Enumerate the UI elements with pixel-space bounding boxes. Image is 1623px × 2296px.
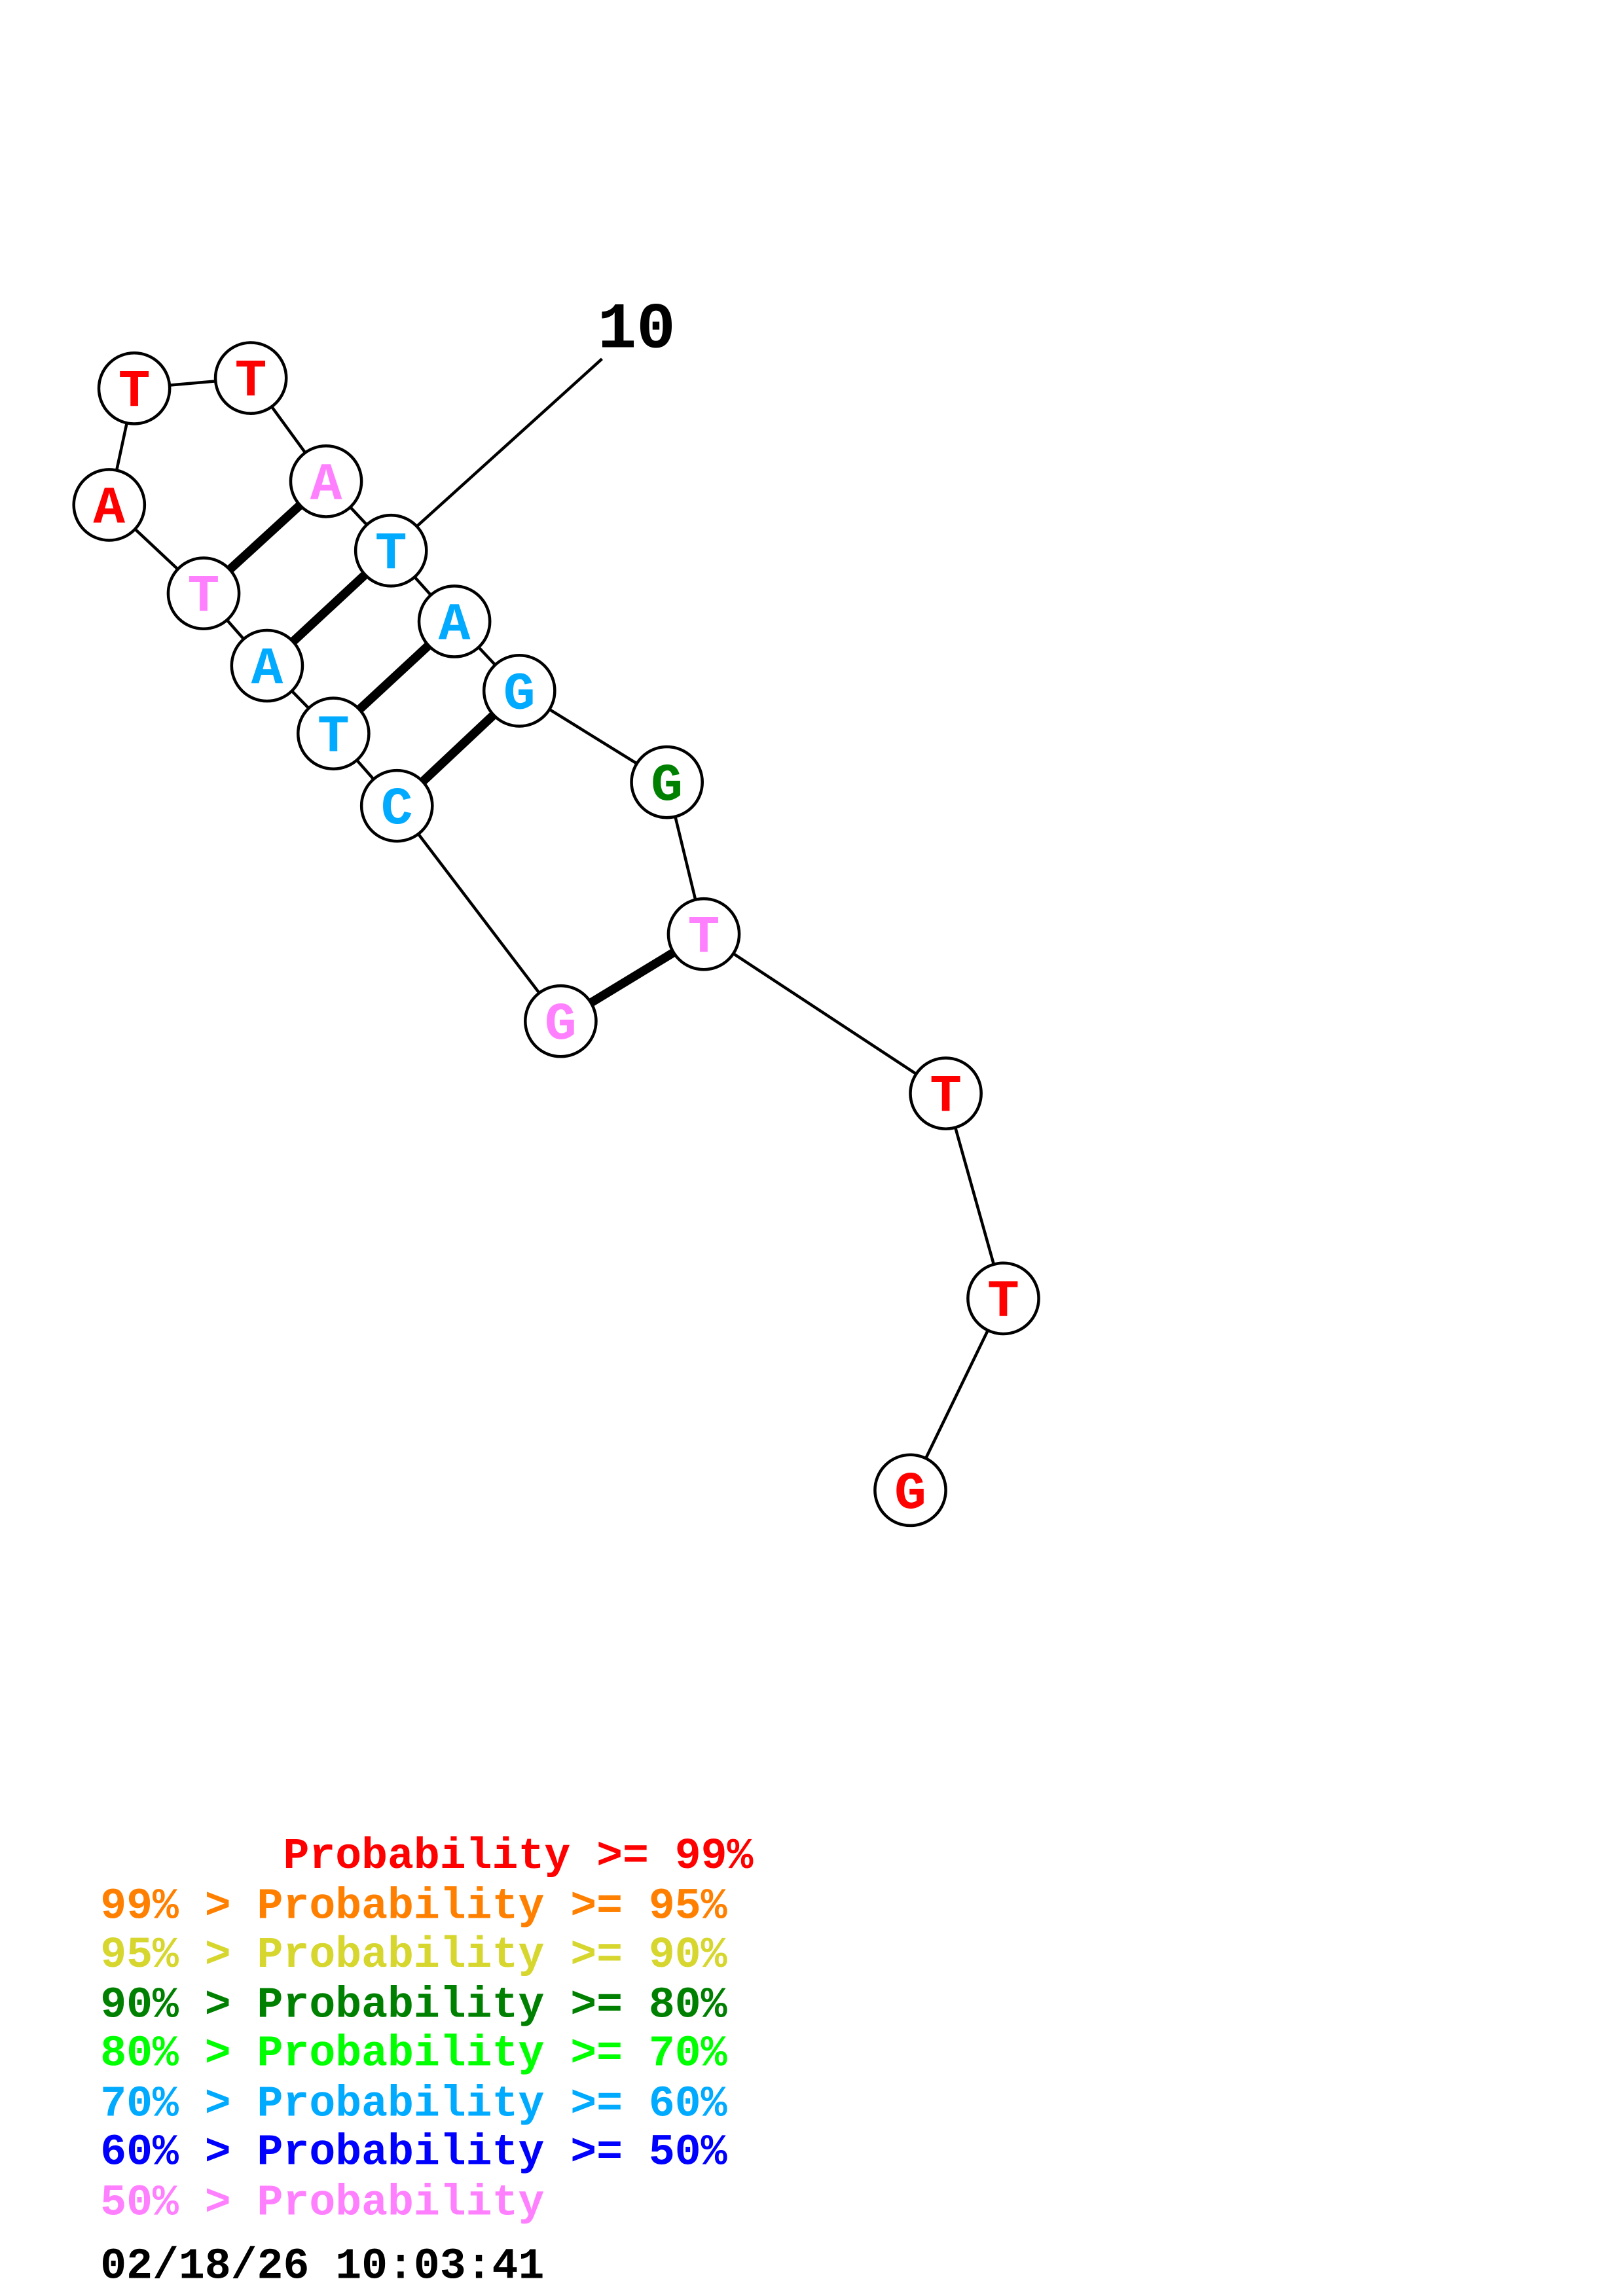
- nucleotide-circle: [909, 1056, 983, 1130]
- nucleotide-3: T: [296, 696, 371, 771]
- nucleotide-4: A: [230, 628, 304, 703]
- nucleotide-circle: [417, 584, 492, 658]
- nucleotide-circle: [630, 745, 704, 819]
- nucleotide-16: T: [966, 1261, 1040, 1336]
- position-label-leader: [415, 357, 603, 528]
- nucleotide-letter: T: [987, 1272, 1019, 1333]
- legend-line: Probability >= 99%: [100, 1832, 753, 1881]
- nucleotide-17: G: [873, 1453, 947, 1528]
- nucleotide-circle: [97, 351, 172, 425]
- timestamp: 02/18/26 10:03:41: [100, 2242, 544, 2291]
- nucleotide-letter: T: [119, 362, 151, 422]
- nucleotide-7: T: [97, 351, 172, 425]
- legend-line: 60% > Probability >= 50%: [100, 2128, 727, 2178]
- nucleotide-6: A: [72, 468, 147, 542]
- backbone-segment: [395, 804, 562, 1022]
- nucleotide-circle: [354, 513, 428, 588]
- nucleotide-13: G: [630, 745, 704, 819]
- nucleotide-circle: [166, 556, 241, 630]
- nucleotide-letter: A: [251, 639, 283, 700]
- nucleotide-circle: [482, 654, 556, 728]
- nucleotide-15: T: [909, 1056, 983, 1130]
- legend-line: 95% > Probability >= 90%: [100, 1931, 727, 1980]
- nucleotide-circle: [289, 444, 363, 518]
- nucleotide-letter: T: [930, 1067, 962, 1128]
- nucleotide-letter: T: [235, 352, 267, 412]
- nucleotide-8: T: [213, 341, 288, 415]
- nucleotide-circle: [666, 897, 741, 971]
- nucleotide-1: G: [524, 984, 598, 1058]
- nucleotide-14: T: [666, 897, 741, 971]
- probability-legend: Probability >= 99% 99% > Probability >= …: [100, 1832, 753, 2228]
- legend-line: 50% > Probability: [100, 2178, 544, 2227]
- nucleotide-circle: [72, 468, 147, 542]
- nucleotide-letter: T: [318, 708, 350, 768]
- nucleotide-letter: A: [310, 455, 342, 515]
- nucleotide-letter: A: [439, 595, 471, 655]
- nucleotide-letter: G: [894, 1464, 926, 1524]
- nucleotide-letter: T: [688, 908, 720, 968]
- legend-line: 80% > Probability >= 70%: [100, 2030, 727, 2079]
- nucleotide-circle: [359, 768, 434, 843]
- backbone: [107, 376, 1005, 1491]
- nucleotide-letter: T: [375, 524, 407, 584]
- nucleotide-letter: T: [188, 567, 220, 628]
- legend-line: 99% > Probability >= 95%: [100, 1882, 727, 1931]
- nucleotide-circle: [873, 1453, 947, 1528]
- nucleotide-letter: G: [651, 756, 683, 816]
- nucleotide-11: A: [417, 584, 492, 658]
- backbone-segment: [702, 933, 947, 1095]
- nucleotide-circle: [230, 628, 304, 703]
- nucleotide-letter: G: [545, 995, 577, 1055]
- nucleotide-9: A: [289, 444, 363, 518]
- position-label: 10: [598, 293, 676, 367]
- nucleotide-circle: [213, 341, 288, 415]
- nucleotide-2: C: [359, 768, 434, 843]
- nucleotide-circle: [966, 1261, 1040, 1336]
- base-pairs: [200, 478, 706, 1025]
- nucleotide-letter: A: [93, 478, 125, 539]
- nucleotide-circle: [296, 696, 371, 771]
- nucleotide-letter: G: [503, 664, 536, 725]
- legend-line: 70% > Probability >= 60%: [100, 2079, 727, 2128]
- nucleotide-12: G: [482, 654, 556, 728]
- nucleotide-letter: C: [381, 780, 413, 840]
- nucleotide-5: T: [166, 556, 241, 630]
- legend-line: 90% > Probability >= 80%: [100, 1981, 727, 2030]
- nucleotide-circle: [524, 984, 598, 1058]
- nucleotide-10: T: [354, 513, 428, 588]
